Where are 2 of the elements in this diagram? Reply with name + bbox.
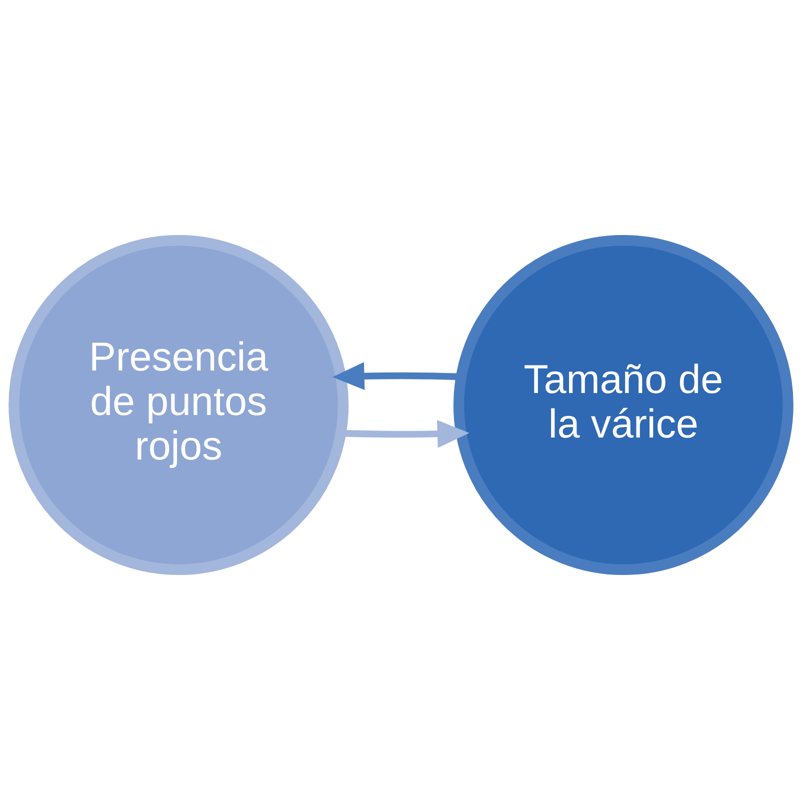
node-circle: Presencia de puntos rojos: [8, 234, 349, 574]
node-circle: Tamaño de la várice: [453, 234, 794, 574]
